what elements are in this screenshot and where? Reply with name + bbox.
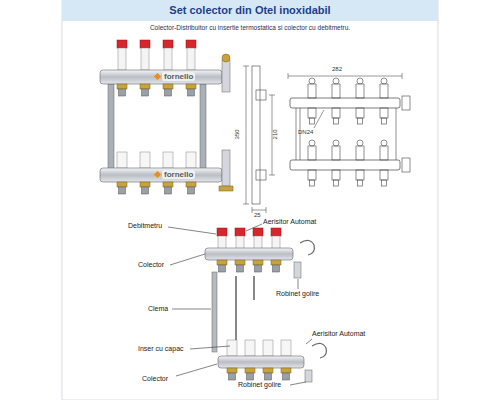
part-label: Debitmetru bbox=[128, 222, 162, 230]
part-label: Clema bbox=[148, 305, 168, 313]
page-title: Set colector din Otel inoxidabil bbox=[169, 4, 330, 17]
subtitle: Colector-Distribuitor cu insertie termos… bbox=[150, 24, 350, 31]
part-label: Robinet golire bbox=[276, 290, 319, 298]
brand-logo: fornello bbox=[162, 170, 195, 179]
dimension-label: DN24 bbox=[298, 129, 313, 136]
part-label: Aerisitor Automat bbox=[312, 330, 365, 338]
part-label: Robinet golire bbox=[238, 381, 281, 389]
part-label: Colector bbox=[142, 375, 168, 383]
part-label: Inser cu capac bbox=[138, 345, 184, 353]
dimension-label: 282 bbox=[332, 66, 342, 73]
dimension-label: 25 bbox=[254, 212, 261, 219]
brand-logo: fornello bbox=[162, 72, 195, 81]
dimension-label: 350 bbox=[234, 129, 241, 139]
dimension-label: 210 bbox=[272, 129, 279, 139]
part-label: Aerisitor Automat bbox=[263, 218, 316, 226]
part-label: Colector bbox=[138, 261, 164, 269]
